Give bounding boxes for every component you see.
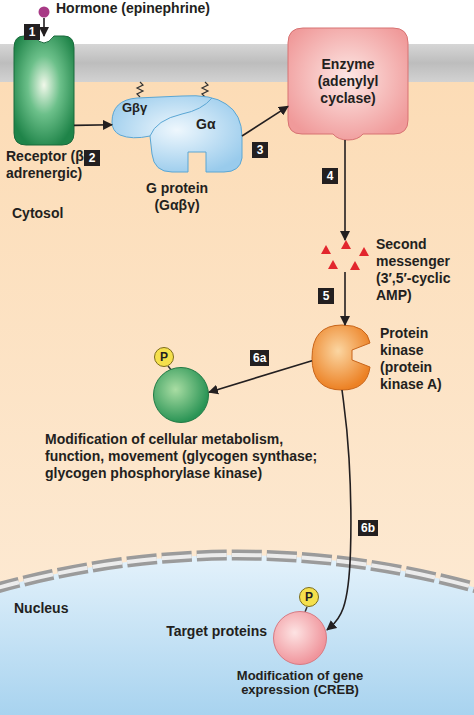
g-protein-body [112,96,242,172]
nuclear-envelope [0,555,474,590]
callout-number: 1 [24,24,40,40]
callout-number: 4 [322,168,338,184]
callout-number: 6a [250,350,269,366]
signal-arrow [344,140,346,240]
node-label: Modification of cellular metabolism, fun… [45,431,345,482]
phosphate-group: P [154,347,174,367]
target-protein-body [274,612,327,665]
signal-arrow [74,124,112,126]
g-protein: GβγGαG protein (Gαβγ) [112,92,242,172]
target-protein: Target proteinsModification of gene expr… [273,611,327,665]
signal-arrow [242,106,288,136]
lipid-anchor [137,82,143,97]
receptor-protein-outline [14,36,74,145]
hormone-molecule-outline [38,6,50,18]
phosphate-stem [305,607,307,612]
callout-number: 3 [252,142,268,158]
receptor-protein-body [14,36,74,145]
node-label: Enzyme (adenylyl cyclase) [303,56,393,107]
camp-triangle [328,260,338,269]
camp-triangle [350,261,360,270]
protein-kinase-a-body [312,325,370,390]
camp-triangle [321,245,331,254]
target-protein-outline [273,611,327,665]
metabolic-enzyme-body [154,368,209,423]
node-label: Modification of gene expression (CREB) [235,669,365,697]
node-label: Protein kinase (protein kinase A) [380,325,455,393]
protein-kinase-a: Protein kinase (protein kinase A) [312,325,372,390]
nuclear-envelope-core [0,555,474,590]
nucleus-region [0,555,474,715]
signal-arrow [209,361,312,392]
node-label: P [154,347,174,367]
node-label: Second messenger (3′,5′-cyclic AMP) [376,236,470,304]
protein-kinase-a-outline [312,325,372,390]
camp-molecules: Second messenger (3′,5′-cyclic AMP) [318,240,372,272]
node-label: Gα [196,116,236,133]
signal-arrow [327,390,351,630]
camp-triangle [359,247,369,256]
adenylyl-cyclase-body [288,28,408,140]
signal-arrow [43,18,45,36]
node-label: G protein (Gαβγ) [127,180,227,214]
camp-molecules-outline [318,240,372,272]
node-label: P [299,587,319,607]
metabolic-enzyme-outline [153,367,209,423]
node-label: Target proteins [149,623,267,640]
callout-number: 6b [358,520,378,536]
phosphate-group: P [299,587,319,607]
receptor-protein: Receptor (β-adrenergic) [14,36,74,145]
callout-number: 2 [84,150,100,166]
hormone-molecule-body [39,7,50,18]
region-label: Cytosol [12,205,63,222]
lipid-anchor [202,82,208,97]
adenylyl-cyclase: Enzyme (adenylyl cyclase) [288,28,408,140]
region-label: Nucleus [14,600,68,617]
signal-arrow [344,272,346,325]
hormone-molecule: Hormone (epinephrine) [38,6,50,18]
phosphate-group-body [300,588,319,607]
node-label: Gβγ [122,100,172,116]
camp-triangle [341,240,351,249]
metabolic-enzyme: Modification of cellular metabolism, fun… [153,367,209,423]
callout-number: 5 [318,288,334,304]
phosphate-group-body [155,348,174,367]
node-label: Hormone (epinephrine) [56,0,286,17]
